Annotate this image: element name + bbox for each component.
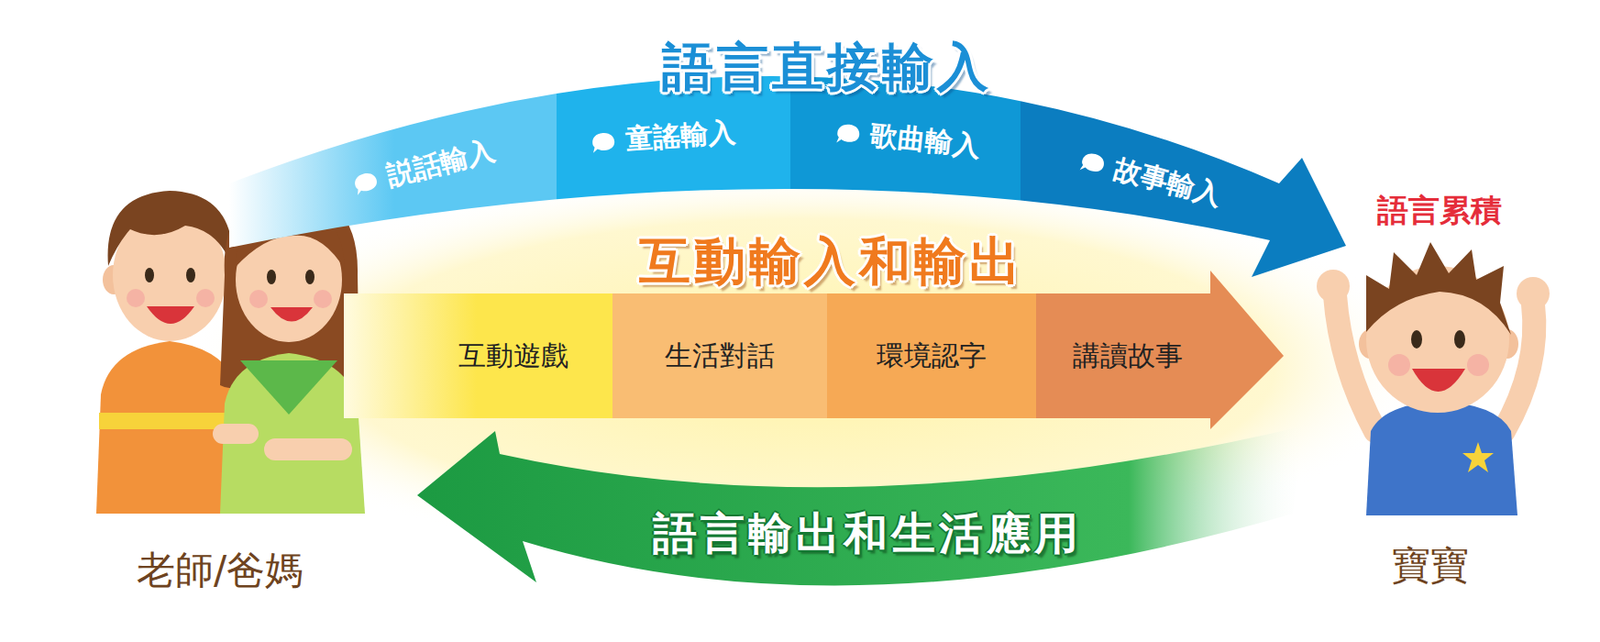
teacher-parent-figures [126,288,145,308]
speech-bubble-icon [834,120,863,147]
note-label: 語言累積 [1377,189,1502,232]
baby-figure [1467,353,1490,376]
baby-figure [1454,330,1466,349]
arrow-title: 語言輸出和生活應用 [652,504,1082,563]
speech-bubble-icon [350,167,381,198]
arrow-title: 語言直接輸入 [662,33,993,103]
segment-text: 生活對話 [664,337,775,376]
teacher-parent-figures [305,269,315,285]
teacher-parent-figures [196,288,215,308]
baby-figure [1516,276,1550,310]
person-label: 寶寶 [1388,538,1473,594]
teacher-parent-figures [313,289,332,309]
baby-figure [1462,441,1494,473]
interaction-arrow-band: 互動輸入和輸出互動遊戲 生活對話 環境認字 講讀故事 [339,224,1293,436]
speech-bubble-icon [589,129,618,155]
speech-bubble-icon [836,122,861,144]
baby-figure [1388,353,1411,376]
baby-figure [1366,242,1512,335]
blue-arrow-segment [229,76,557,277]
orange-arrow-segment [612,270,828,430]
teacher-parent-figures [146,306,195,324]
baby-figure [1411,330,1423,349]
segment-text: 講讀故事 [1072,337,1183,376]
teacher-parent-figures [264,438,353,461]
person-label: 老師/爸媽 [132,542,308,598]
baby-figure [1316,269,1350,303]
interaction-segment: 環境認字 [872,335,991,377]
interaction-segment: 生活對話 [661,335,779,377]
teacher-parent-figures [266,269,276,285]
teacher-parent-figures [270,307,313,322]
teacher-parent-figures [212,423,259,444]
blue-arrow-segment [1020,76,1347,277]
person-label: 寶寶 [1391,540,1469,592]
teacher-parent-figures [249,289,268,309]
baby-figure [1366,401,1518,516]
teacher-parent-figures [240,360,338,415]
output-arrow-band: 語言輸出和生活應用 [403,417,1321,615]
segment-text: 童謠輸入 [624,113,738,159]
baby-figure [1316,242,1550,516]
orange-arrow-segment [1036,270,1284,430]
speech-bubble-icon [353,170,379,195]
segment-text: 互動遊戲 [458,337,569,376]
speech-bubble-icon [1077,147,1109,177]
segment-text: 環境認字 [876,337,987,376]
speech-bubble-icon [1080,150,1107,175]
teacher-parent-figures [108,190,234,268]
orange-arrow-segment [343,270,613,430]
teacher-parent-figures [144,267,155,283]
green-arrow-segment [417,426,1303,585]
teacher-parent-figures [186,267,196,283]
interaction-segment: 講讀故事 [1069,335,1187,377]
arrow-title: 互動輸入和輸出 [639,227,1025,298]
orange-arrow-segment [827,270,1037,430]
person-label: 老師/爸媽 [136,544,304,596]
baby-figure [1503,304,1534,431]
baby-figure [1412,368,1466,392]
speech-bubble-icon [591,132,615,154]
interaction-segment: 互動遊戲 [454,335,573,377]
